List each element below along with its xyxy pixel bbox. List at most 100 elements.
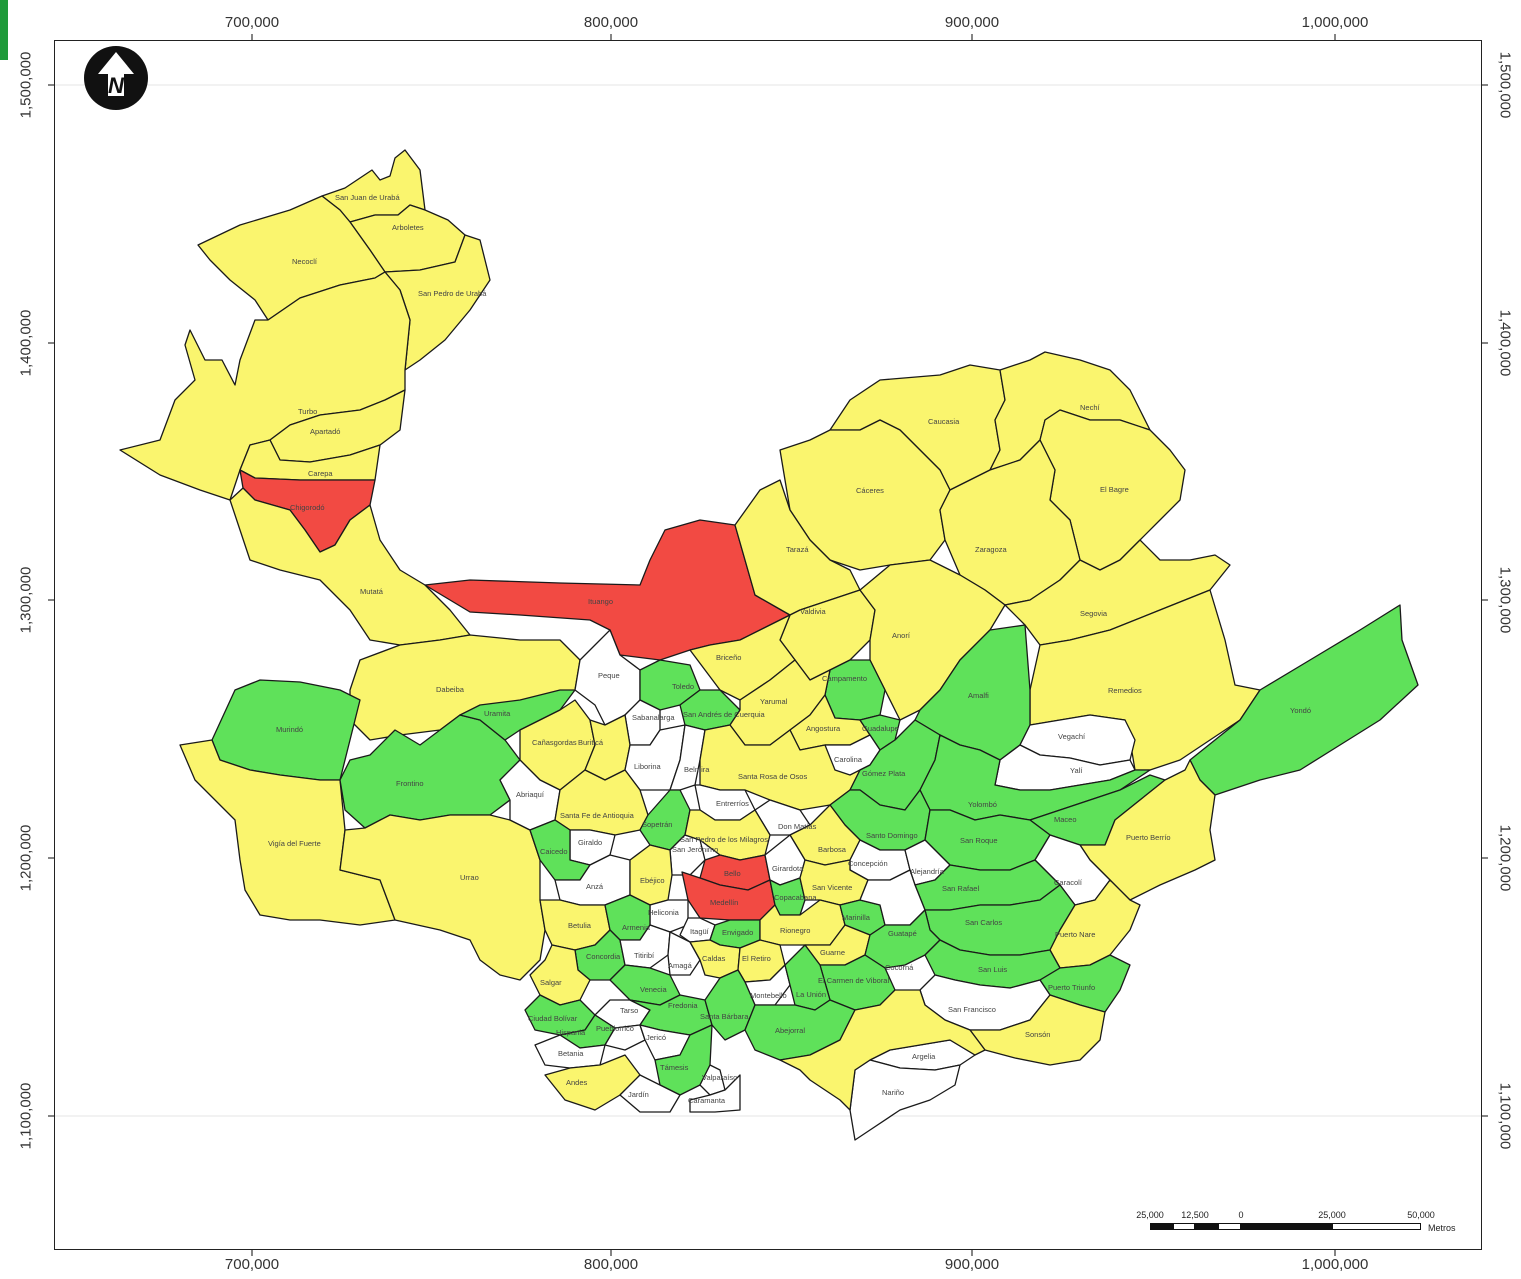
- label-urrao: Urrao: [460, 873, 479, 882]
- label-la-union: La Unión: [796, 990, 826, 999]
- label-dabeiba: Dabeiba: [436, 685, 465, 694]
- region-ebejico[interactable]: [629, 844, 673, 906]
- tick-marks: [48, 34, 1488, 1256]
- x-tick-label: 800,000: [583, 14, 639, 31]
- region-toledo[interactable]: [639, 659, 701, 711]
- label-guatape: Guatapé: [888, 929, 917, 938]
- label-murindo: Murindó: [276, 725, 303, 734]
- label-san-andres-de-cuerquia: San Andrés de Cuerquia: [683, 710, 766, 719]
- north-arrow: N: [82, 44, 150, 112]
- label-anori: Anorí: [892, 631, 911, 640]
- label-puerto-nare: Puerto Nare: [1055, 930, 1095, 939]
- label-santa-barbara: Santa Bárbara: [700, 1012, 749, 1021]
- label-hispania: Hispania: [556, 1028, 586, 1037]
- scale-label: 0: [1238, 1210, 1244, 1220]
- x-tick-label: 900,000: [944, 14, 1000, 31]
- label-caucasia: Caucasia: [928, 417, 960, 426]
- x-tick-label: 700,000: [224, 1256, 280, 1273]
- label-sonson: Sonsón: [1025, 1030, 1050, 1039]
- region-betania[interactable]: [534, 1034, 606, 1069]
- label-bello: Bello: [724, 869, 741, 878]
- label-necocli: Necoclí: [292, 257, 318, 266]
- region-taraza[interactable]: [734, 479, 861, 616]
- label-zaragoza: Zaragoza: [975, 545, 1008, 554]
- label-mutata: Mutatá: [360, 587, 384, 596]
- municipality-regions: [119, 149, 1419, 1141]
- label-el-retiro: El Retiro: [742, 954, 771, 963]
- label-amaga: Amagá: [668, 961, 693, 970]
- label-guarne: Guarne: [820, 948, 845, 957]
- north-arrow-icon: N: [84, 46, 148, 110]
- label-barbosa: Barbosa: [818, 845, 847, 854]
- label-san-roque: San Roque: [960, 836, 998, 845]
- label-el-carmen-de-viboral: El Carmen de Viboral: [818, 976, 889, 985]
- label-argelia: Argelia: [912, 1052, 936, 1061]
- region-sonson[interactable]: [969, 994, 1106, 1066]
- label-taraza: Tarazá: [786, 545, 809, 554]
- label-turbo: Turbo: [298, 407, 317, 416]
- region-caramanta[interactable]: [689, 1074, 741, 1113]
- region-jardin[interactable]: [619, 1074, 681, 1113]
- label-jerico: Jericó: [646, 1033, 666, 1042]
- label-ituango: Ituango: [588, 597, 613, 606]
- label-armenia: Armenia: [622, 923, 651, 932]
- label-yolombo: Yolombó: [968, 800, 997, 809]
- label-salgar: Salgar: [540, 978, 562, 987]
- label-ebejico: Ebéjico: [640, 876, 665, 885]
- label-narino: Nariño: [882, 1088, 904, 1097]
- label-caicedo: Caicedo: [540, 847, 568, 856]
- label-san-pedro-de-los-milagros: San Pedro de los Milagros: [680, 835, 768, 844]
- region-briceno[interactable]: [689, 614, 796, 701]
- label-pueblorrico: Pueblorrico: [596, 1024, 634, 1033]
- label-san-carlos: San Carlos: [965, 918, 1002, 927]
- region-guatape[interactable]: [859, 869, 926, 926]
- label-betulia: Betulia: [568, 921, 592, 930]
- label-concepcion: Concepción: [848, 859, 888, 868]
- scale-label: 50,000: [1407, 1210, 1435, 1220]
- label-yarumal: Yarumal: [760, 697, 788, 706]
- label-puerto-triunfo: Puerto Triunfo: [1048, 983, 1095, 992]
- region-yondo[interactable]: [1189, 604, 1419, 796]
- label-envigado: Envigado: [722, 928, 753, 937]
- label-santa-rosa-de-osos: Santa Rosa de Osos: [738, 772, 807, 781]
- label-vigia-del-fuerte: Vigía del Fuerte: [268, 839, 321, 848]
- region-mutata[interactable]: [229, 487, 471, 646]
- region-narino[interactable]: [849, 1059, 961, 1141]
- region-san-pedro-de-los-milagros[interactable]: [684, 809, 771, 861]
- label-san-pedro-de-uraba: San Pedro de Urabá: [418, 289, 487, 298]
- grid-lines: [55, 84, 1481, 1117]
- label-rionegro: Rionegro: [780, 926, 810, 935]
- label-apartado: Apartadó: [310, 427, 340, 436]
- label-abriaqui: Abriaquí: [516, 790, 545, 799]
- north-letter: N: [108, 73, 125, 98]
- region-southern-yellow[interactable]: [779, 989, 986, 1111]
- label-angostura: Angostura: [806, 724, 841, 733]
- label-el-bagre: El Bagre: [1100, 485, 1129, 494]
- scale-segment: [1241, 1223, 1332, 1230]
- label-maceo: Maceo: [1054, 815, 1077, 824]
- label-caldas: Caldas: [702, 954, 726, 963]
- label-fredonia: Fredonia: [668, 1001, 698, 1010]
- label-santo-domingo: Santo Domingo: [866, 831, 918, 840]
- corner-tab: [0, 0, 8, 60]
- label-puerto-berrio: Puerto Berrío: [1126, 833, 1171, 842]
- label-san-vicente: San Vicente: [812, 883, 852, 892]
- label-andes: Andes: [566, 1078, 588, 1087]
- label-don-matias: Don Matías: [778, 822, 817, 831]
- label-valdivia: Valdivia: [800, 607, 827, 616]
- label-alejandria: Alejandría: [910, 867, 945, 876]
- municipality-labels: San Juan de Urabá Arboletes Necoclí San …: [268, 193, 1311, 1105]
- label-amalfi: Amalfi: [968, 691, 989, 700]
- x-tick-label: 900,000: [944, 1256, 1000, 1273]
- label-caramanta: Caramanta: [688, 1096, 726, 1105]
- scale-label: 25,000: [1318, 1210, 1346, 1220]
- scale-bar: 25,000 12,500 0 25,000 50,000 Metros: [1110, 1210, 1470, 1242]
- x-tick-label: 700,000: [224, 14, 280, 31]
- label-tamesis: Támesis: [660, 1063, 689, 1072]
- region-valparaiso[interactable]: [699, 1064, 726, 1096]
- label-concordia: Concordia: [586, 952, 621, 961]
- label-entrerrios: Entrerríos: [716, 799, 749, 808]
- label-arboletes: Arboletes: [392, 223, 424, 232]
- scale-segment: [1150, 1223, 1173, 1230]
